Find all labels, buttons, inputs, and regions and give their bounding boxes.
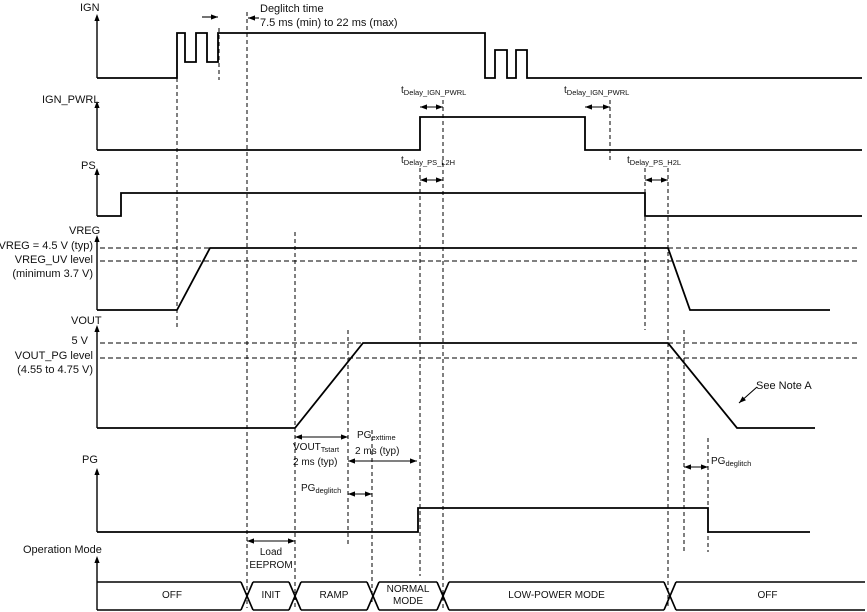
- subscript-text: Delay_PS_L2H: [403, 158, 456, 167]
- t-delay-ign-pwrl-label-1: tDelay_IGN_PWRL: [401, 85, 466, 97]
- mode-segment-label: OFF: [162, 590, 182, 601]
- pg-exttime-value: 2 ms (typ): [355, 446, 400, 457]
- subscript-text: exttime: [371, 433, 396, 442]
- mode-segment-label: RAMP: [319, 590, 349, 601]
- subscript-text: Delay_PS_H2L: [629, 158, 682, 167]
- mode-segment-label: NORMAL MODE: [386, 584, 430, 607]
- base-text: PG: [711, 456, 726, 467]
- pg-waveform: [97, 507, 810, 533]
- vreg-waveform: [97, 247, 830, 311]
- vout-waveform: [97, 342, 815, 429]
- base-text: VOUT: [293, 442, 321, 453]
- load-eeprom-note: Load EEPROM: [249, 547, 293, 571]
- ign-pwrl-label: IGN_PWRL: [42, 94, 100, 106]
- ign-waveform: [97, 32, 862, 79]
- operation-mode-label: Operation Mode: [23, 544, 102, 556]
- mode-transition-x: [663, 581, 677, 611]
- mode-segment-label: LOW-POWER MODE: [508, 590, 605, 601]
- subscript-text: deglitch: [315, 486, 342, 495]
- mode-segment-label: INIT: [261, 590, 281, 601]
- t-delay-ps-l2h-label: tDelay_PS_L2H: [401, 155, 455, 167]
- base-text: PG: [301, 483, 316, 494]
- mode-transition-x: [288, 581, 302, 611]
- deglitch-time-note: Deglitch time 7.5 ms (min) to 22 ms (max…: [260, 3, 398, 29]
- vout-label: VOUT: [71, 315, 102, 327]
- vout-pg-level-label: VOUT_PG level (4.55 to 4.75 V): [14, 350, 93, 376]
- ps-label: PS: [81, 160, 96, 172]
- base-text: t: [401, 155, 404, 166]
- t-delay-ps-h2l-label: tDelay_PS_H2L: [627, 155, 681, 167]
- t-delay-ign-pwrl-label-2: tDelay_IGN_PWRL: [564, 85, 629, 97]
- vreg-label: VREG: [69, 225, 101, 237]
- pg-deglitch-left-label: PGdeglitch: [301, 483, 341, 495]
- mode-transition-x: [436, 581, 450, 611]
- vout-tstart-label: VOUTTstart: [293, 442, 339, 454]
- vout-tstart-value: 2 ms (typ): [293, 457, 338, 468]
- base-text: t: [401, 85, 404, 96]
- base-text: PG: [357, 430, 372, 441]
- base-text: t: [627, 155, 630, 166]
- ign-pwrl-waveform: [97, 116, 862, 151]
- mode-transition-x: [366, 581, 380, 611]
- ign-label: IGN: [80, 2, 100, 14]
- subscript-text: Delay_IGN_PWRL: [403, 88, 467, 97]
- pg-deglitch-right-label: PGdeglitch: [711, 456, 751, 468]
- subscript-text: deglitch: [725, 459, 752, 468]
- vreg-uv-level-label: VREG_UV level (minimum 3.7 V): [12, 254, 93, 280]
- ps-waveform: [97, 192, 862, 217]
- vout-5v-label: 5 V: [71, 335, 88, 347]
- mode-segment-label: OFF: [757, 590, 778, 601]
- subscript-text: Delay_IGN_PWRL: [566, 88, 630, 97]
- see-note-a-label: See Note A: [756, 380, 812, 392]
- vreg-level-label: VREG = 4.5 V (typ): [0, 240, 93, 252]
- base-text: t: [564, 85, 567, 96]
- pg-exttime-label: PGexttime: [357, 430, 396, 442]
- subscript-text: Tstart: [320, 445, 340, 454]
- pg-label: PG: [82, 454, 98, 466]
- mode-transition-x: [240, 581, 254, 611]
